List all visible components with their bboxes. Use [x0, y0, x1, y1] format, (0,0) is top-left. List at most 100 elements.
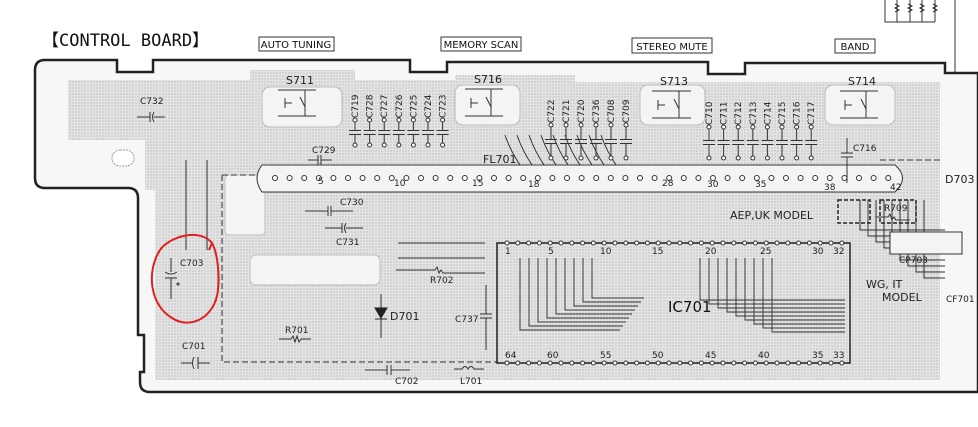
wg-it-model-note-line1: WG, IT — [866, 278, 903, 291]
svg-text:30: 30 — [707, 180, 719, 190]
capacitor-label: C720 — [577, 99, 587, 123]
fl701-pad — [578, 175, 585, 181]
ic701-pad — [785, 360, 791, 366]
fl701-pad — [491, 175, 497, 181]
ic701-pad — [558, 360, 564, 366]
capacitor-c719: C719 — [349, 94, 361, 148]
aep-uk-model-note: AEP,UK MODEL — [730, 209, 814, 222]
ic701-label: IC701 — [668, 298, 712, 316]
capacitor-c725: C725 — [407, 95, 420, 148]
ic701-pad — [742, 360, 748, 366]
function-label-auto-tuning: AUTO TUNING — [258, 36, 335, 52]
ic701-pad — [839, 360, 845, 366]
fl701-pad — [272, 175, 278, 181]
ic701-pad — [623, 240, 629, 246]
ic701-pad — [817, 360, 823, 366]
ic701-pad — [817, 240, 823, 246]
svg-text:20: 20 — [705, 247, 717, 257]
switch-s713: S713 — [652, 75, 691, 119]
board-title: 【CONTROL BOARD】 — [42, 31, 209, 51]
ic701-pad — [547, 360, 553, 366]
fl701-pad — [534, 175, 541, 181]
ic701-pad — [569, 240, 575, 246]
svg-text:C731: C731 — [336, 238, 359, 248]
svg-text:S716: S716 — [474, 73, 502, 86]
ic701-outline — [496, 242, 851, 364]
svg-text:32: 32 — [833, 247, 844, 257]
svg-text:18: 18 — [528, 180, 540, 190]
board-cutouts — [224, 84, 896, 286]
fl701-pad — [315, 175, 322, 181]
ic701-pad — [590, 360, 596, 366]
ic701-pad — [731, 360, 737, 366]
capacitor-label: C724 — [424, 94, 434, 118]
fl701-pad — [666, 175, 673, 181]
svg-text:C703: C703 — [180, 259, 203, 269]
ic701-pad — [547, 240, 553, 246]
cf701-label: CF701 — [946, 295, 975, 305]
function-label-band: BAND — [834, 38, 876, 54]
switch-s716: S716 — [465, 73, 503, 117]
svg-text:64: 64 — [505, 351, 517, 361]
capacitor-label: C708 — [607, 99, 617, 123]
fl701-pad — [680, 175, 687, 181]
svg-text:R701: R701 — [285, 326, 308, 336]
ic701-pad — [796, 240, 802, 246]
r709-box — [879, 199, 917, 224]
ic701-pad — [828, 240, 834, 246]
capacitor-c722: C722 — [545, 100, 557, 161]
svg-text:C730: C730 — [340, 198, 364, 208]
ic701-pad — [828, 360, 834, 366]
capacitor-label: C728 — [366, 94, 376, 118]
svg-text:33: 33 — [833, 351, 844, 361]
ic701-pad — [720, 240, 726, 246]
fl701-pad — [739, 175, 746, 181]
ic701-pad — [666, 240, 672, 246]
svg-text:25: 25 — [760, 247, 771, 257]
ic701-pad — [806, 360, 812, 366]
capacitor-c711: C711 — [717, 102, 730, 161]
capacitor-label: C713 — [749, 102, 759, 125]
fl701-pad — [856, 175, 862, 181]
ic701-pad — [839, 240, 845, 246]
capacitor-label: C719 — [351, 94, 361, 118]
trace-lines — [185, 134, 945, 333]
capacitor-label: C712 — [734, 102, 744, 125]
ic701-pad — [558, 240, 564, 246]
ic701-pad — [569, 360, 575, 366]
d701: D701 — [374, 294, 419, 338]
function-label-memory-scan: MEMORY SCAN — [440, 36, 522, 52]
c730: C730 — [305, 198, 364, 216]
svg-text:BAND: BAND — [841, 42, 870, 53]
fl701-pad — [520, 175, 527, 181]
fl701-pad — [753, 175, 760, 181]
c701: C701 — [181, 342, 210, 370]
svg-text:55: 55 — [600, 351, 611, 361]
fl701-pad — [549, 175, 556, 181]
ic701-pad — [806, 240, 812, 246]
fl701-pin-numbers: 5 10 15 18 28 30 35 38 42 — [318, 177, 901, 193]
ic701-pad — [590, 240, 596, 246]
svg-text:28: 28 — [662, 179, 674, 189]
copper-traces — [68, 70, 940, 380]
capacitor-c723: C723 — [436, 95, 449, 148]
c729: C729 — [308, 146, 336, 165]
svg-text:L701: L701 — [460, 377, 482, 387]
fl701-pad — [359, 175, 366, 181]
ic701-pad — [580, 240, 586, 246]
ic701-pad — [752, 240, 758, 246]
ic701-pad — [677, 240, 683, 246]
ic701-pad — [612, 360, 618, 366]
r702: R702 — [396, 265, 485, 286]
fl701-pad — [461, 175, 468, 181]
fl701-pad — [432, 175, 439, 181]
svg-text:10: 10 — [394, 179, 406, 189]
fl701-pad — [797, 175, 804, 181]
svg-text:AUTO TUNING: AUTO TUNING — [261, 40, 331, 51]
fl701-pad — [403, 175, 410, 181]
ic701-pad — [709, 360, 715, 366]
capacitor-label: C709 — [622, 99, 632, 123]
fl701-pad — [476, 175, 483, 181]
c732: C732 — [137, 97, 165, 123]
